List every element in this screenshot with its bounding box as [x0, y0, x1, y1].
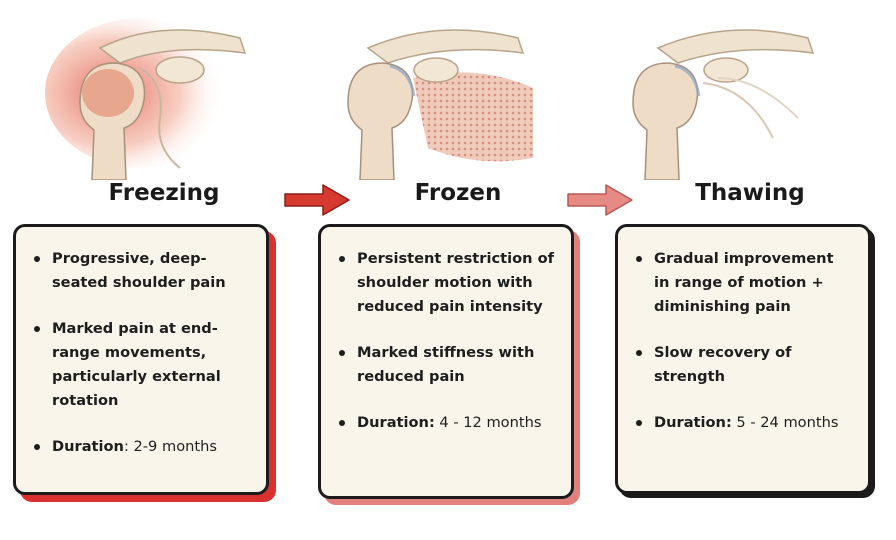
bullet-item: Marked pain at end-range movements, part… — [30, 317, 250, 413]
stage-title-thawing: Thawing — [695, 180, 805, 206]
bullet-item: Duration: 2-9 months — [30, 435, 250, 459]
stage-title-frozen: Frozen — [414, 180, 502, 206]
bullet-item: Marked stiffness with reduced pain — [335, 341, 555, 389]
stage-title-freezing: Freezing — [108, 180, 220, 206]
frozen-shoulder-illustration — [318, 8, 548, 180]
stage-card-thawing: Gradual improvement in range of motion +… — [615, 224, 871, 494]
stage-card-frozen: Persistent restriction of shoulder motio… — [318, 224, 574, 499]
bullet-item: Progressive, deep-seated shoulder pain — [30, 247, 250, 295]
arrow-right-icon — [566, 183, 634, 217]
bullet-item: Duration: 4 - 12 months — [335, 411, 555, 435]
stage-card-freezing: Progressive, deep-seated shoulder pain M… — [13, 224, 269, 495]
bullet-item: Slow recovery of strength — [632, 341, 852, 389]
arrow-right-icon — [283, 183, 351, 217]
bullet-item: Duration: 5 - 24 months — [632, 411, 852, 435]
bullet-item: Persistent restriction of shoulder motio… — [335, 247, 555, 319]
freezing-shoulder-illustration — [40, 8, 270, 180]
thawing-shoulder-illustration — [608, 8, 838, 180]
bullet-item: Gradual improvement in range of motion +… — [632, 247, 852, 319]
